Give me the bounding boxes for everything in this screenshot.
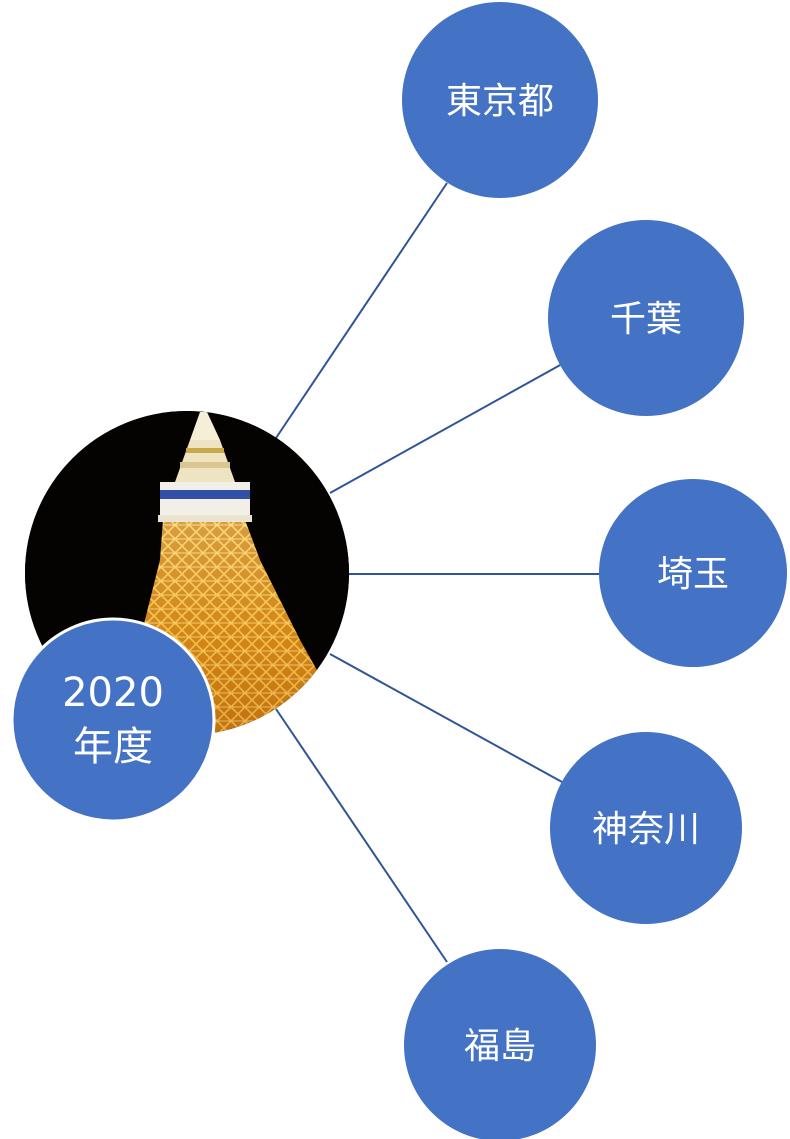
node-saitama: 埼玉 [599, 479, 787, 667]
hub-label-year: 2020 [62, 670, 164, 716]
node-label-saitama: 埼玉 [657, 554, 729, 595]
node-fukushima: 福島 [404, 949, 596, 1139]
connector-chiba [329, 363, 563, 494]
connector-kanagawa [329, 653, 563, 783]
connectors [275, 182, 600, 963]
hub-node: 2020 年度 [10, 617, 216, 823]
node-kanagawa: 神奈川 [550, 732, 742, 924]
connector-tokyo [275, 182, 448, 439]
node-label-kanagawa: 神奈川 [592, 809, 700, 850]
node-label-chiba: 千葉 [610, 299, 682, 340]
node-tokyo: 東京都 [402, 2, 598, 198]
hub-label-suffix: 年度 [73, 724, 153, 770]
connector-fukushima [275, 708, 448, 963]
node-label-fukushima: 福島 [464, 1026, 536, 1067]
node-label-tokyo: 東京都 [446, 81, 554, 122]
node-chiba: 千葉 [548, 220, 744, 416]
